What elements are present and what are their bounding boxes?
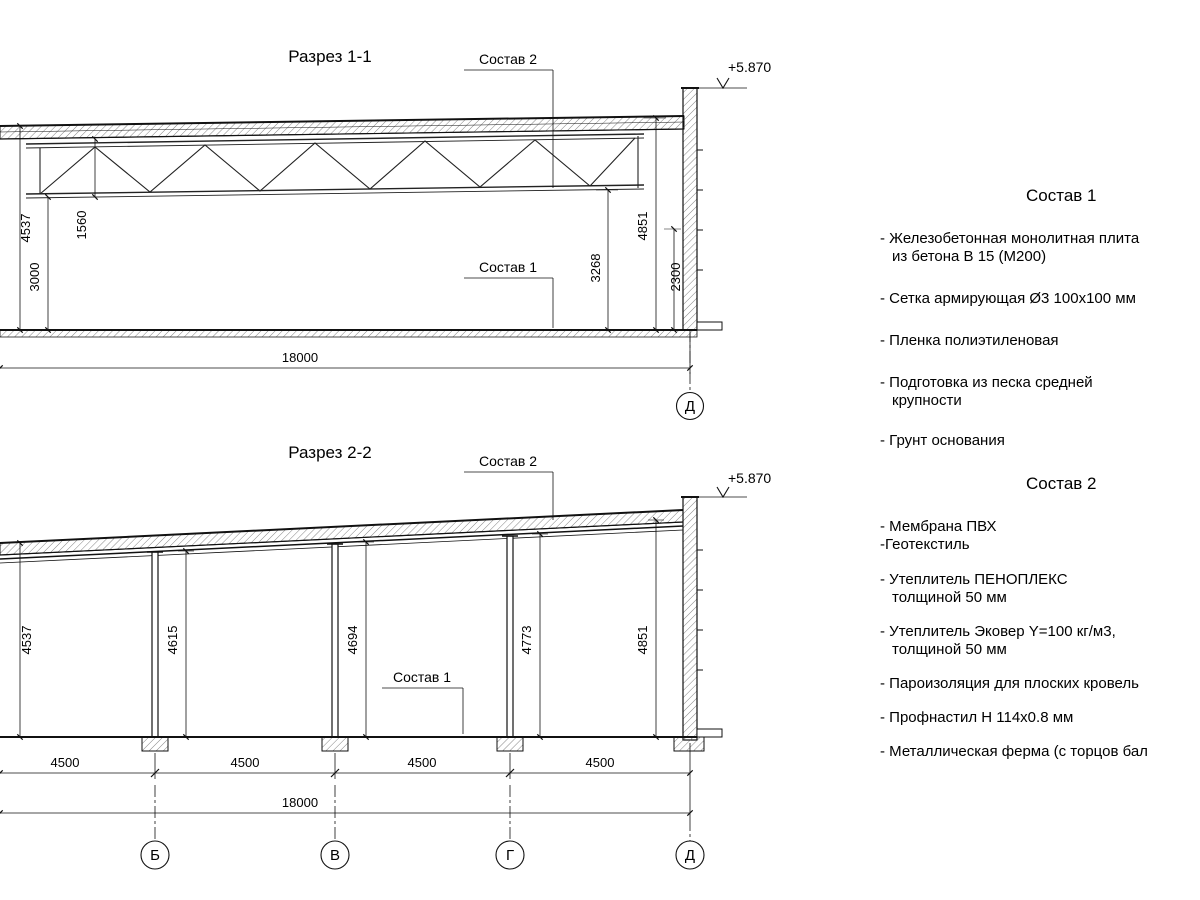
dim-2300: 2300 <box>668 263 683 292</box>
roof-slab <box>0 115 685 140</box>
section-1-title: Разрез 1-1 <box>288 47 371 66</box>
legend-item: - Пароизоляция для плоских кровель <box>880 675 1139 692</box>
svg-text:Состав 1: Состав 1 <box>393 669 451 685</box>
axis-d: Д <box>675 819 705 870</box>
section-2-2-drawing: Разрез 2-2 Состав 2 +5.870 <box>0 443 771 870</box>
legend-item: - Утеплитель ПЕНОПЛЕКС толщиной 50 мм <box>880 571 1068 606</box>
right-wall <box>681 496 703 741</box>
svg-text:Д: Д <box>685 847 695 864</box>
roof-slab <box>0 509 684 564</box>
legend-item: - Подготовка из песка средней крупности <box>880 374 1093 409</box>
dimensions-left <box>16 122 99 334</box>
legend-title-sostav-2: Состав 2 <box>1026 474 1097 493</box>
bay-3: 4500 <box>408 755 437 770</box>
legend-item: - Утеплитель Эковер Y=100 кг/м3, толщино… <box>880 623 1116 658</box>
section-2-title: Разрез 2-2 <box>288 443 371 462</box>
dimensions-right <box>596 114 681 334</box>
right-wall <box>681 87 703 331</box>
legend-item: - Металлическая ферма (с торцов бал <box>880 743 1148 760</box>
bay-4: 4500 <box>586 755 615 770</box>
column-b <box>141 551 169 752</box>
axis-g: Г <box>495 785 525 870</box>
svg-text:Б: Б <box>150 847 160 864</box>
leader-sostav-2: Состав 2 <box>464 453 554 520</box>
roof-truss <box>25 133 645 199</box>
section-1-1-drawing: Разрез 1-1 <box>0 47 771 421</box>
axis-d: Д <box>675 330 705 421</box>
dim-4537: 4537 <box>18 214 33 243</box>
bay-1: 4500 <box>51 755 80 770</box>
dim-18000: 18000 <box>282 350 318 365</box>
svg-text:Состав 2: Состав 2 <box>479 453 537 469</box>
dim-4851: 4851 <box>635 212 650 241</box>
bay-2: 4500 <box>231 755 260 770</box>
span-dimension <box>0 333 694 374</box>
legend-title-sostav-1: Состав 1 <box>1026 186 1097 205</box>
column-v <box>321 543 349 752</box>
bay-dimensions <box>0 743 694 819</box>
legend-item: - Сетка армирующая Ø3 100х100 мм <box>880 290 1136 307</box>
dim-3000: 3000 <box>27 263 42 292</box>
axis-b: Б <box>140 785 170 870</box>
svg-text:Состав 2: Состав 2 <box>479 51 537 67</box>
dim-4773: 4773 <box>519 626 534 655</box>
level-mark: +5.870 <box>697 59 771 90</box>
dim-18000: 18000 <box>282 795 318 810</box>
svg-text:Д: Д <box>685 398 695 415</box>
legend-item: - Мембрана ПВХ -Геотекстиль <box>880 518 997 553</box>
legend-item: - Профнастил Н 114х0.8 мм <box>880 709 1074 726</box>
svg-text:Состав 1: Состав 1 <box>479 259 537 275</box>
column-g <box>496 535 524 752</box>
floor-slab <box>0 321 723 338</box>
height-dimensions <box>16 516 664 741</box>
svg-text:Г: Г <box>506 847 514 864</box>
svg-text:В: В <box>330 847 340 864</box>
dim-1560: 1560 <box>74 211 89 240</box>
legend-item: - Железобетонная монолитная плита из бет… <box>880 230 1140 265</box>
svg-text:+5.870: +5.870 <box>728 59 771 75</box>
level-mark: +5.870 <box>697 470 771 499</box>
leader-sostav-2: Состав 2 <box>464 51 554 188</box>
axis-v: В <box>320 785 350 870</box>
dim-3268: 3268 <box>588 254 603 283</box>
floor-line <box>0 728 723 738</box>
dim-4851: 4851 <box>635 626 650 655</box>
leader-sostav-1: Состав 1 <box>464 259 554 328</box>
legend-item: - Пленка полиэтиленовая <box>880 332 1059 349</box>
wall-footing <box>673 736 705 752</box>
legend-panel: Состав 1 - Железобетонная монолитная пли… <box>880 186 1200 761</box>
svg-text:+5.870: +5.870 <box>728 470 771 486</box>
dim-4694: 4694 <box>345 626 360 655</box>
dim-4615: 4615 <box>165 626 180 655</box>
leader-sostav-1: Состав 1 <box>382 669 464 734</box>
legend-item: - Грунт основания <box>880 432 1005 449</box>
dim-4537: 4537 <box>19 626 34 655</box>
